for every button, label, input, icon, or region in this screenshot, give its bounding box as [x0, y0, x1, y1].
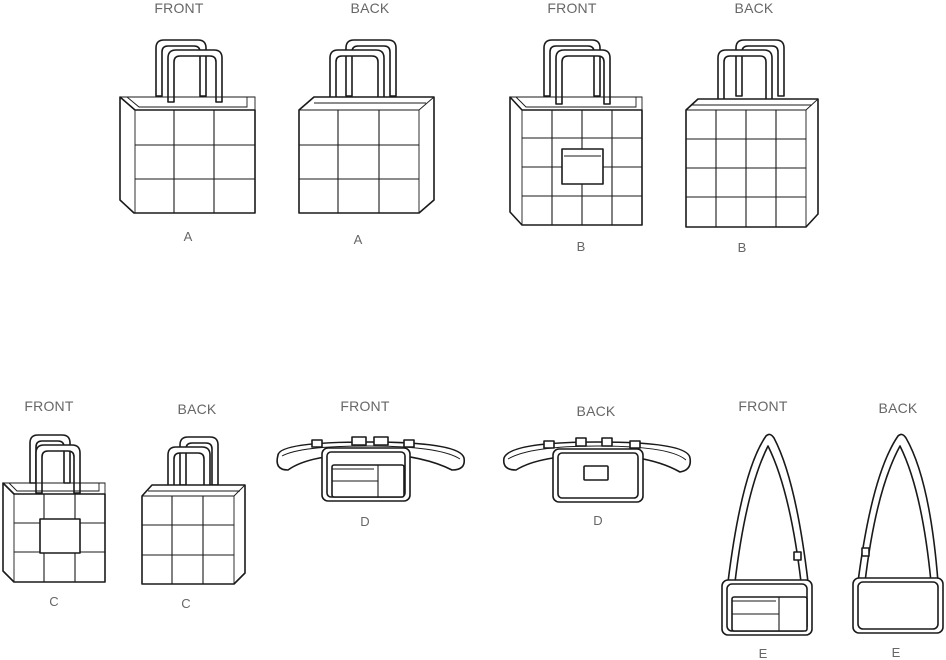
view-label-d-back: BACK — [577, 403, 616, 419]
view-label-b-back: BACK — [735, 0, 774, 16]
view-letter-d-back: D — [593, 513, 602, 528]
crossbody-e-front: FRONT — [721, 398, 813, 636]
tote-a-back: BACK — [298, 0, 435, 214]
view-letter-b-back: B — [738, 240, 747, 255]
tote-a-front: FRONT — [119, 0, 256, 214]
view-letter-c-back: C — [181, 596, 190, 611]
tote-b-back: BACK — [685, 0, 819, 228]
tote-c-front: FRONT — [2, 398, 106, 583]
view-letter-c-front: C — [49, 594, 58, 609]
view-label-b-front: FRONT — [547, 0, 596, 16]
tote-b-front: FRONT — [509, 0, 643, 226]
crossbody-e-back: BACK — [852, 400, 944, 634]
view-letter-b-front: B — [577, 239, 586, 254]
view-label-c-front: FRONT — [24, 398, 73, 414]
view-letter-d-front: D — [360, 514, 369, 529]
view-letter-e-back: E — [892, 645, 901, 660]
view-label-d-front: FRONT — [340, 398, 389, 414]
view-letter-a-front: A — [184, 229, 193, 244]
view-label-e-front: FRONT — [738, 398, 787, 414]
view-label-a-back: BACK — [351, 0, 390, 16]
beltbag-d-back: BACK — [502, 403, 692, 503]
tote-c-back: BACK — [141, 401, 246, 585]
view-letter-a-back: A — [354, 232, 363, 247]
pocket-b-front — [561, 148, 604, 185]
view-letter-e-front: E — [759, 646, 768, 660]
beltbag-d-front: FRONT — [276, 398, 466, 502]
view-label-a-front: FRONT — [154, 0, 203, 16]
pocket-c-front — [39, 518, 81, 554]
view-label-c-back: BACK — [178, 401, 217, 417]
view-label-e-back: BACK — [879, 400, 918, 416]
